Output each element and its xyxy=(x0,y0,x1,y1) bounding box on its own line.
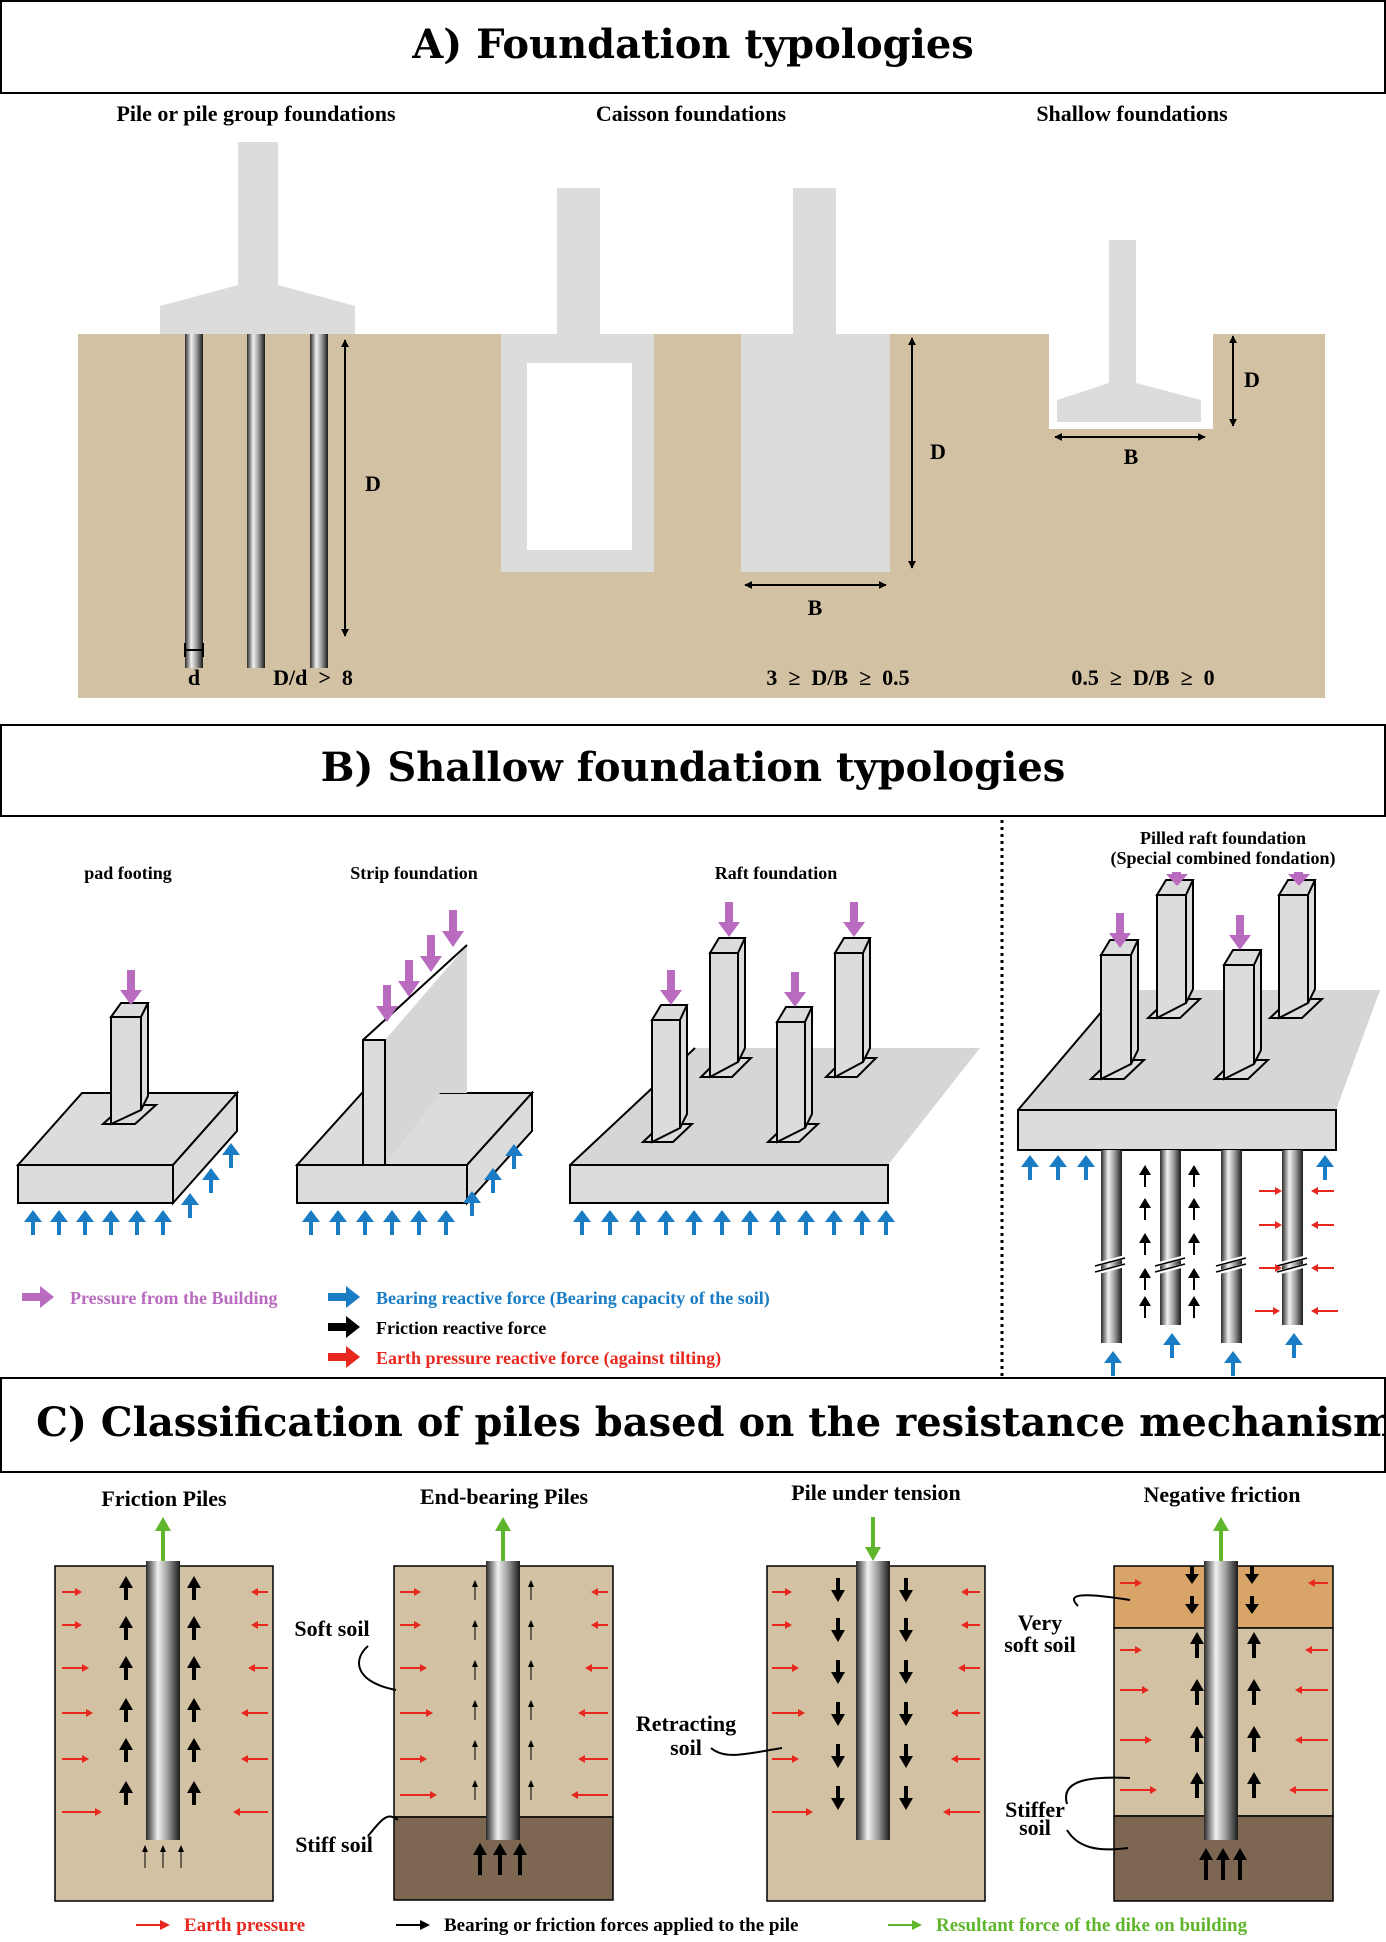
legend-pressure-text: Pressure from the Building xyxy=(70,1288,278,1308)
shallow-footing xyxy=(1057,240,1201,422)
strip-bearing-arrows xyxy=(302,1144,523,1235)
strip-pressure-arrows xyxy=(376,910,464,1022)
section-c-header-box xyxy=(0,1377,1386,1473)
legend-earth-text: Earth pressure reactive force (against t… xyxy=(376,1348,721,1369)
negative-friction-panel xyxy=(1113,1517,1334,1902)
raft-foundation-drawing xyxy=(569,1047,980,1204)
stiffer-soil-lower-leader xyxy=(1066,1829,1129,1851)
stiff-soil-leader xyxy=(367,1815,399,1837)
section-c-earth-arrows xyxy=(62,1579,1328,1816)
end-bearing-pile-panel xyxy=(393,1517,614,1901)
section-b-legend: Pressure from the Building Bearing react… xyxy=(22,1286,770,1369)
friction-pile-panel xyxy=(54,1517,274,1902)
section-a-header-box xyxy=(0,0,1386,94)
stiff-soil-label: Stiff soil xyxy=(295,1832,373,1857)
pile-diameter-dimension xyxy=(184,643,204,657)
caisson-width-label: B xyxy=(808,595,823,620)
caisson-foundations-label: Caisson foundations xyxy=(596,101,787,126)
legend-earth-arrow xyxy=(328,1346,360,1368)
pile-1 xyxy=(185,334,203,668)
retracting-soil-label-2: soil xyxy=(670,1735,702,1760)
legend-pressure-arrow xyxy=(22,1286,54,1308)
strip-foundation-label: Strip foundation xyxy=(350,863,478,883)
pad-footing-drawing xyxy=(15,1002,240,1206)
piled-raft-label-line2: (Special combined fondation) xyxy=(1110,848,1335,869)
piled-raft-friction-arrows xyxy=(1139,1165,1200,1318)
end-bearing-piles-label: End-bearing Piles xyxy=(420,1484,589,1509)
raft-columns xyxy=(640,937,879,1144)
caisson-hollow xyxy=(501,188,654,572)
stiffer-soil-upper-leader xyxy=(1064,1776,1131,1805)
friction-piles-label: Friction Piles xyxy=(101,1486,227,1511)
section-c-legend: Earth pressure Bearing or friction force… xyxy=(136,1915,1248,1936)
legend-c-earth-arrow xyxy=(136,1920,170,1930)
legend-bearing-text: Bearing reactive force (Bearing capacity… xyxy=(376,1288,770,1309)
very-soft-soil-label-2: soft soil xyxy=(1004,1632,1076,1657)
legend-bearing-arrow xyxy=(328,1286,360,1308)
negative-friction-label: Negative friction xyxy=(1144,1482,1301,1507)
soft-soil-leader xyxy=(358,1645,397,1691)
caisson-depth-label: D xyxy=(930,439,946,464)
pile-depth-label: D xyxy=(365,471,381,496)
retracting-soil-label-1: Retracting xyxy=(636,1711,736,1736)
section-b-title: B) Shallow foundation typologies xyxy=(321,744,1066,791)
very-soft-soil-leader xyxy=(1073,1594,1131,1607)
section-b-header-box xyxy=(0,724,1386,817)
section-c: C) Classification of piles based on the … xyxy=(0,1377,1386,1936)
caisson-solid xyxy=(741,188,890,572)
pile-foundations-label: Pile or pile group foundations xyxy=(116,101,396,126)
section-b: B) Shallow foundation typologies pad foo… xyxy=(0,724,1386,1378)
shallow-width-label: B xyxy=(1124,444,1139,469)
pile-ratio-label: D/d > 8 xyxy=(273,665,353,690)
legend-c-bearing-arrow xyxy=(396,1920,430,1930)
piled-raft-label-line1: Pilled raft foundation xyxy=(1140,828,1306,848)
legend-friction-arrow xyxy=(328,1316,360,1338)
legend-friction-text: Friction reactive force xyxy=(376,1318,546,1338)
caisson-ratio-label: 3 ≥ D/B ≥ 0.5 xyxy=(766,665,909,690)
stiffer-soil-label-1: Stiffer xyxy=(1005,1797,1065,1822)
section-c-title: C) Classification of piles based on the … xyxy=(36,1399,1386,1446)
shallow-ratio-label: 0.5 ≥ D/B ≥ 0 xyxy=(1071,665,1214,690)
very-soft-soil-label-1: Very xyxy=(1018,1610,1062,1635)
piled-raft-bearing-arrows xyxy=(1021,1155,1334,1376)
raft-foundation-label: Raft foundation xyxy=(715,863,838,883)
caisson-void xyxy=(527,363,632,550)
retracting-soil-leader xyxy=(710,1747,783,1756)
pile-diameter-label: d xyxy=(188,665,200,690)
legend-c-resultant-arrow xyxy=(888,1920,922,1930)
raft-bearing-arrows xyxy=(573,1210,895,1235)
stiffer-soil-label-2: soil xyxy=(1019,1815,1051,1840)
pile-2 xyxy=(247,334,265,668)
pad-pressure-arrow xyxy=(120,970,142,1005)
piled-raft-pressure-arrows xyxy=(1109,872,1310,950)
raft-pressure-arrows xyxy=(660,902,865,1007)
section-a: A) Foundation typologies Pile or pile gr… xyxy=(0,0,1386,698)
legend-c-resultant-text: Resultant force of the dike on building xyxy=(936,1915,1248,1936)
piled-raft-earth-arrows xyxy=(1255,1187,1338,1315)
section-a-title: A) Foundation typologies xyxy=(411,21,974,68)
pile-cap xyxy=(160,142,355,334)
legend-c-bearing-text: Bearing or friction forces applied to th… xyxy=(444,1915,798,1936)
shallow-depth-label: D xyxy=(1244,367,1260,392)
strip-foundation-drawing xyxy=(294,944,535,1206)
shallow-foundations-label: Shallow foundations xyxy=(1036,101,1228,126)
legend-c-earth-text: Earth pressure xyxy=(184,1915,305,1936)
tension-pile-panel xyxy=(766,1517,986,1902)
soft-soil-label: Soft soil xyxy=(294,1616,369,1641)
pile-3 xyxy=(310,334,328,668)
pad-footing-label: pad footing xyxy=(84,863,172,883)
piled-raft-columns xyxy=(1088,879,1325,1081)
pile-under-tension-label: Pile under tension xyxy=(791,1480,961,1505)
pad-bearing-arrows xyxy=(24,1143,240,1235)
